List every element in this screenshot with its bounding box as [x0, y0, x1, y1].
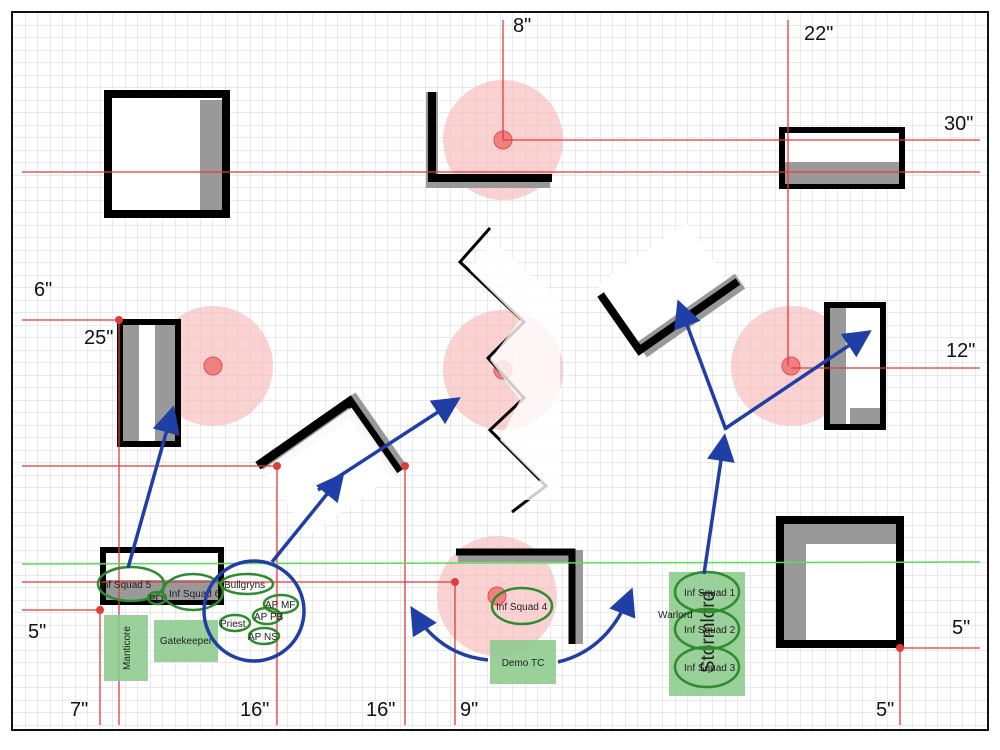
unit-inf-squad-5[interactable]: [96, 565, 166, 603]
unit-inf-squad-1[interactable]: [673, 570, 741, 614]
label-12in: 12": [946, 340, 975, 362]
infantry-units: [96, 565, 741, 689]
unit-po[interactable]: [146, 590, 168, 606]
unit-ap-ns[interactable]: [247, 626, 281, 646]
objective-marker-icon: [781, 356, 801, 376]
warlord-label: Warlord: [658, 610, 693, 621]
movement-arrows: [126, 299, 872, 664]
label-8in: 8": [513, 15, 531, 37]
bullgryns-label: Bullgryns: [224, 580, 265, 591]
vehicle-manticore[interactable]: [104, 615, 148, 681]
label-22in: 22": [804, 23, 833, 45]
unit-priest[interactable]: [218, 613, 252, 633]
label-16in-b: 16": [366, 699, 395, 721]
label-25in: 25": [84, 327, 113, 349]
label-5in-bottom: 5": [876, 699, 894, 721]
unit-inf-squad-4[interactable]: [490, 586, 554, 626]
unit-labels: Inf Squad 5 Inf Squad 6 PO Bullgryns AP …: [100, 580, 736, 674]
measurement-lines: [22, 20, 980, 725]
po-label: PO: [149, 594, 164, 605]
unit-bullgryns[interactable]: [219, 572, 275, 596]
arrow-ruin-to-center: [317, 397, 461, 492]
label-9in: 9": [460, 699, 478, 721]
manticore-label: Manticore: [122, 626, 133, 670]
demo-tc-label: Demo TC: [502, 658, 545, 669]
ap-mf-label: AP MF: [265, 600, 295, 611]
ap-ns-label: AP NS: [248, 632, 278, 643]
arrow-squads-north: [702, 433, 735, 575]
label-30in: 30": [944, 113, 973, 135]
ruin-top-center: [428, 92, 552, 182]
gatekeeper-label: Gatekeeper: [160, 636, 213, 647]
ap-pb-label: AP PB: [254, 612, 284, 623]
inf-squad-5-label: Inf Squad 5: [100, 580, 152, 591]
unit-ap-pb[interactable]: [251, 606, 283, 626]
arrow-squad5-to-ruin: [126, 405, 180, 569]
unit-inf-squad-6[interactable]: [161, 572, 225, 612]
measurement-labels: 8" 22" 30" 6" 25" 12" 5" 5" 7" 16" 16" 9…: [28, 15, 975, 721]
label-16in-a: 16": [240, 699, 269, 721]
unit-inf-squad-3[interactable]: [673, 645, 741, 689]
inf-squad-1-label: Inf Squad 1: [684, 588, 736, 599]
inf-squad-6-label: Inf Squad 6: [169, 589, 221, 600]
measurement-points: [96, 316, 904, 652]
unit-group-circle[interactable]: [202, 559, 306, 663]
deployment-line: [21, 561, 981, 565]
inf-squad-3-label: Inf Squad 3: [684, 663, 736, 674]
vehicle-demo-tc[interactable]: [490, 640, 556, 684]
label-5in-left: 5": [28, 621, 46, 643]
inf-squad-2-label: Inf Squad 2: [684, 625, 736, 636]
label-6in: 6": [34, 279, 52, 301]
ruin-angled-right: [597, 278, 741, 356]
arrow-group-to-ruin: [270, 472, 345, 564]
label-7in: 7": [70, 699, 88, 721]
arrow-demo-right: [557, 587, 636, 664]
arrow-demo-left: [410, 606, 489, 662]
inf-squad-4-label: Inf Squad 4: [496, 602, 548, 613]
arrow-to-angled-ruin: [674, 299, 728, 431]
arrow-to-right-ruin: [725, 330, 872, 430]
vehicle-stormlord[interactable]: [669, 572, 745, 696]
priest-label: Priest: [220, 619, 246, 630]
objective-marker-icon: [203, 356, 223, 376]
ruin-bottom-center: [456, 548, 576, 644]
terrain: [100, 90, 905, 648]
label-5in-right: 5": [952, 617, 970, 639]
unit-inf-squad-2[interactable]: [673, 607, 741, 651]
